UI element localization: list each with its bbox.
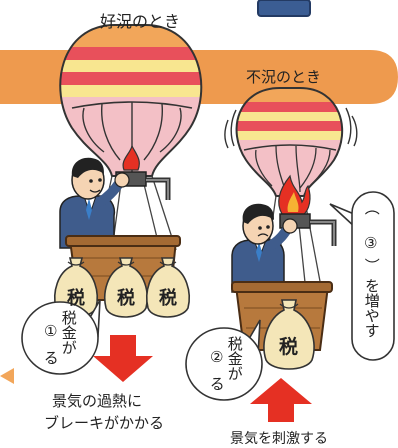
middle-bubble — [185, 319, 263, 401]
middle-bubble-marker: ② — [207, 348, 226, 366]
tax-label-bag-1: 税 — [67, 288, 85, 309]
brake-caption-line-2: ブレーキがかかる — [44, 414, 165, 432]
left-bubble-marker: ① — [41, 322, 60, 340]
tax-label-bag-3: 税 — [159, 288, 177, 309]
edge-mark — [0, 368, 14, 384]
good-times-label: 好況のとき — [100, 12, 181, 31]
down-arrow — [93, 335, 153, 382]
top-box — [257, 0, 311, 17]
bad-times-label: 不況のとき — [246, 68, 322, 86]
brake-caption-line-1: 景気の過熱に — [52, 392, 143, 410]
right-bubble-paren-close: ） — [362, 258, 381, 273]
right-money-bag — [263, 299, 315, 370]
right-bubble — [329, 191, 395, 361]
tax-label-bag-4: 税 — [279, 336, 299, 358]
middle-bubble-text-bottom: る — [207, 376, 226, 391]
right-man — [231, 203, 298, 293]
right-bubble-text: を増やす — [362, 278, 381, 338]
right-bubble-paren-open: （ — [362, 200, 381, 215]
up-arrow — [250, 378, 312, 422]
tax-label-bag-2: 税 — [117, 288, 135, 309]
middle-bubble-text-top: 税金が — [225, 336, 244, 381]
left-bubble-text-top: 税金が — [59, 310, 78, 355]
right-bubble-marker: ③ — [364, 234, 378, 252]
left-bubble — [21, 299, 101, 375]
left-bubble-text-bottom: る — [41, 350, 60, 365]
left-money-bags — [54, 257, 190, 318]
stimulate-caption: 景気を刺激する — [230, 431, 328, 447]
